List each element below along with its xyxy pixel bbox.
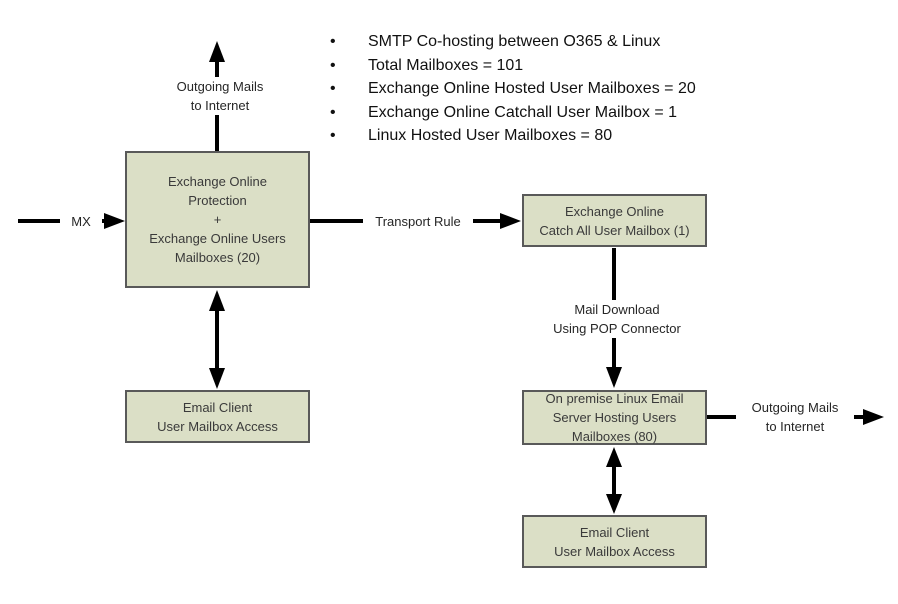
bullet-text: Exchange Online Hosted User Mailboxes = … (368, 80, 696, 97)
arrowhead-down-icon (209, 368, 225, 389)
arrowhead-up-icon (209, 41, 225, 62)
label-mx: MX (60, 212, 102, 231)
bullet-item: • Linux Hosted User Mailboxes = 80 (330, 124, 696, 148)
bullet-text: Linux Hosted User Mailboxes = 80 (368, 127, 613, 144)
arrow-mailbox-access-right (606, 447, 622, 514)
bullet-item: • Exchange Online Hosted User Mailboxes … (330, 77, 696, 101)
bullet-text: SMTP Co-hosting between O365 & Linux (368, 33, 661, 50)
box-email-client-left: Email Client User Mailbox Access (125, 390, 310, 443)
label-transport-rule: Transport Rule (363, 212, 473, 231)
arrowhead-down-icon (606, 367, 622, 388)
arrowhead-up-icon (209, 290, 225, 311)
bullet-icon: • (330, 56, 336, 74)
bullet-item: • SMTP Co-hosting between O365 & Linux (330, 30, 696, 54)
box-exchange-online-protection: Exchange Online Protection + Exchange On… (125, 151, 310, 288)
box-linux-server: On premise Linux Email Server Hosting Us… (522, 390, 707, 445)
label-mail-download: Mail Download Using POP Connector (541, 300, 693, 338)
arrowhead-right-icon (104, 213, 125, 229)
arrowhead-right-icon (500, 213, 521, 229)
bullet-item: • Exchange Online Catchall User Mailbox … (330, 101, 696, 125)
bullet-icon: • (330, 103, 336, 121)
arrowhead-right-icon (863, 409, 884, 425)
box-email-client-right: Email Client User Mailbox Access (522, 515, 707, 568)
summary-bullet-list: • SMTP Co-hosting between O365 & Linux •… (330, 30, 696, 148)
arrowhead-up-icon (606, 447, 622, 467)
bullet-text: Exchange Online Catchall User Mailbox = … (368, 103, 678, 121)
box-catchall-mailbox: Exchange Online Catch All User Mailbox (… (522, 194, 707, 247)
label-outgoing-mails-right: Outgoing Mails to Internet (736, 398, 854, 436)
bullet-icon: • (330, 33, 336, 50)
arrowhead-down-icon (606, 494, 622, 514)
bullet-text: Total Mailboxes = 101 (368, 56, 524, 74)
bullet-icon: • (330, 127, 336, 144)
bullet-item: • Total Mailboxes = 101 (330, 54, 696, 78)
label-outgoing-mails-top: Outgoing Mails to Internet (157, 77, 283, 115)
arrow-mailbox-access-left (209, 290, 225, 389)
bullet-icon: • (330, 80, 336, 97)
